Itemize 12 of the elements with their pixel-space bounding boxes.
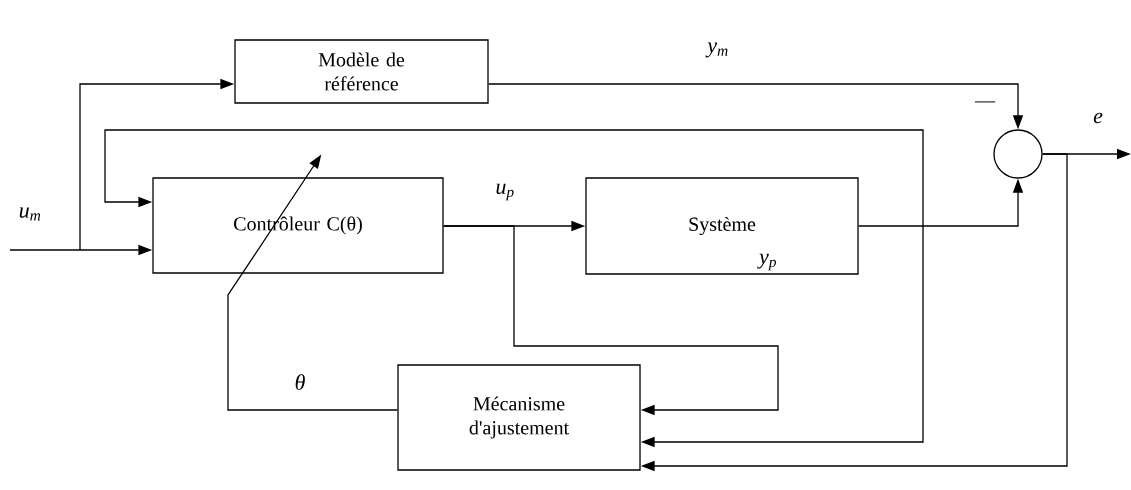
summing-junction (993, 129, 1043, 179)
signal-label: y$_{p}$ (757, 252, 778, 272)
sign-label: — (974, 101, 996, 103)
signal-label: u$_{m}$ (17, 206, 43, 222)
signal-label: u$_{p}$ (494, 182, 516, 202)
signal-label: y$_{m}$ (705, 41, 730, 59)
signal-arrow (443, 225, 779, 416)
block-box: Modèle de référence (234, 39, 489, 104)
signal-label: e (1092, 111, 1104, 125)
signal-arrow (104, 129, 924, 448)
block-box: Mécanisme d'ajustement (397, 364, 641, 471)
signal-label: θ (293, 373, 307, 391)
